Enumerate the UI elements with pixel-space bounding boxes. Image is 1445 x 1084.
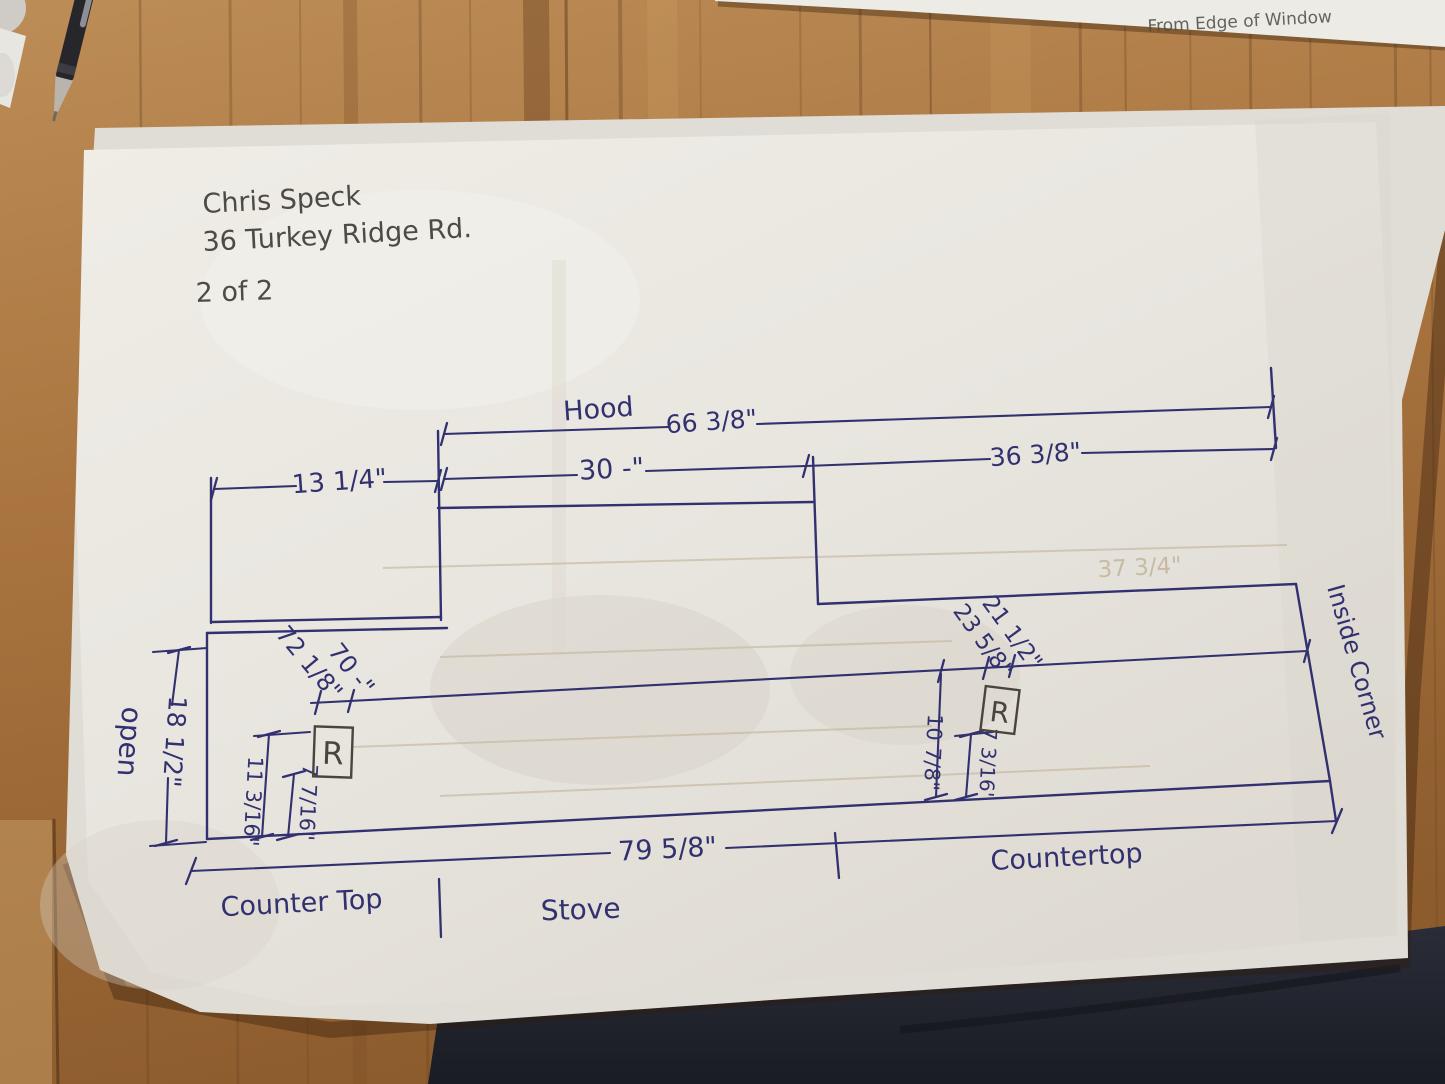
faint-dim-label: 37 3/4": [1097, 553, 1182, 583]
paper-highlight: [200, 190, 640, 410]
dim-total-length: 79 5/8": [184, 807, 1344, 939]
pencil-clip: [79, 0, 100, 28]
dim-hood-left-label: 30 -": [578, 452, 645, 486]
mechanical-pencil: [52, 0, 100, 122]
receptacle-left-box: [311, 725, 355, 779]
dim-right-outlet-top-label: 10 7/8": [919, 713, 947, 791]
paper-smudge: [40, 820, 280, 990]
pencil-tip-cone: [54, 76, 73, 112]
dim-open-depth: 18 1/2" open: [111, 645, 209, 848]
pencil-body: [56, 0, 100, 82]
round-object: [0, 0, 26, 36]
dim-right-outlet-bottom-label: 7 3/16": [974, 727, 1002, 801]
dim-left-wall: 13 1/4": [209, 464, 443, 502]
faint-pencil-lines: 37 3/4": [351, 544, 1288, 797]
main-sheet: [40, 113, 1398, 1006]
hood-label: Hood: [562, 392, 634, 428]
paper-smudge: [790, 605, 1020, 745]
dim-hood-right-label: 36 3/8": [989, 437, 1082, 472]
receptacle-right-label: R: [988, 695, 1011, 730]
dim-total-length-label: 79 5/8": [617, 831, 717, 867]
receptacle-right: R: [979, 684, 1021, 736]
note-sheet: From Edge of Window: [715, 0, 1445, 51]
dim-open-depth-label: 18 1/2": [157, 695, 192, 788]
pencil-lead: [52, 111, 58, 122]
paper-smudge: [430, 595, 770, 785]
dim-hood-total-label: 66 3/8": [665, 404, 758, 439]
pencil-grip-band: [56, 62, 77, 76]
dim-left-outlet-top-label: 11 3/16": [239, 756, 268, 847]
receptacle-left-label: R: [322, 736, 345, 773]
countertop-outline: [205, 366, 1338, 841]
receptacle-right-box: [979, 684, 1021, 736]
header-page-number: 2 of 2: [195, 275, 274, 309]
section-labels: Inside Corner Countertop Counter Top Sto…: [220, 581, 1392, 927]
dim-left-outlet-bottom-label: 7 7/16": [294, 763, 322, 841]
paper-crease: [552, 260, 566, 660]
left-edge-objects: [0, 0, 26, 108]
paper-edge-shading: [1255, 113, 1398, 941]
receptacle-left: R: [311, 725, 355, 779]
dim-right-outlet-vertical: 10 7/8" 7 3/16": [919, 672, 1002, 802]
paper-scrap-edge: [0, 53, 15, 97]
stove-label: Stove: [540, 892, 621, 928]
dim-hood-total: Hood 66 3/8": [439, 392, 1276, 447]
dim-hood-split: 30 -" 36 3/8": [439, 436, 1279, 492]
dim-left-wall-label: 13 1/4": [291, 464, 388, 501]
open-label: open: [111, 706, 149, 778]
